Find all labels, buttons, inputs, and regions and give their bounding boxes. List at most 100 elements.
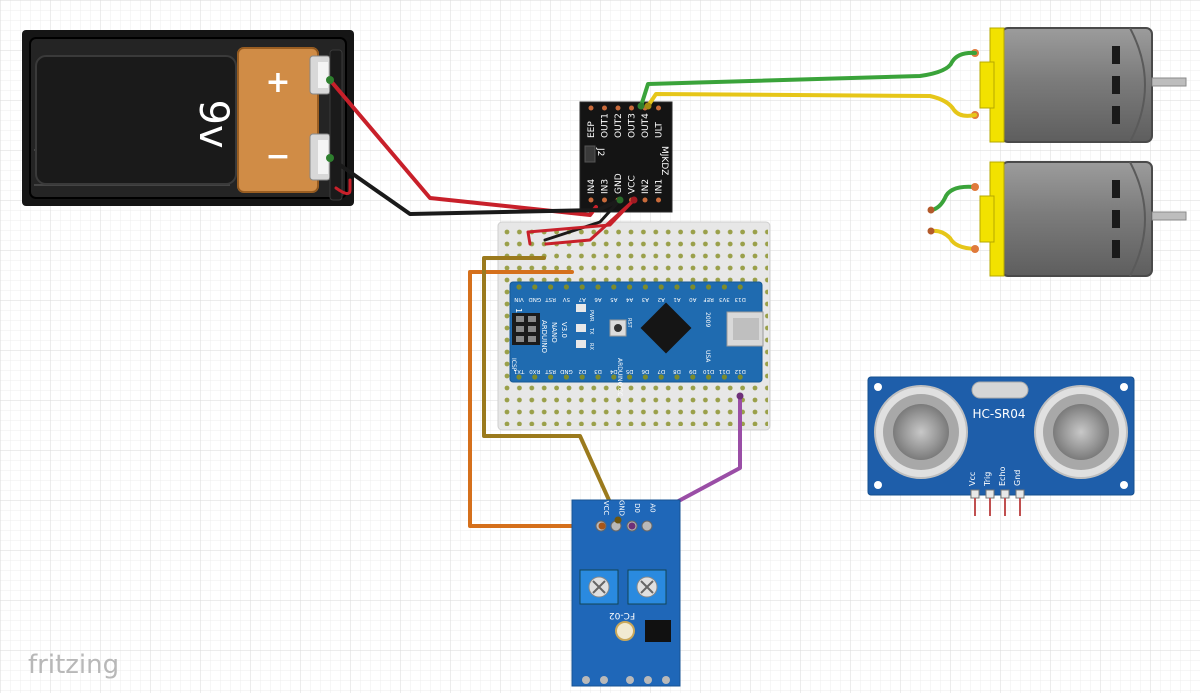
driver-pin-gnd: GND (614, 173, 624, 194)
driver-pin-hole[interactable] (656, 197, 661, 203)
sensor-model-label: FC-02 (609, 610, 635, 620)
driver-pin-hole[interactable] (588, 197, 594, 203)
arduino-pin-d9: D9 (688, 368, 696, 374)
arduino-pin-a3: A3 (641, 296, 649, 302)
driver-jumper-label: J2 (595, 147, 605, 156)
arduino-pin-hole[interactable] (516, 284, 522, 290)
arduino-pin-hole[interactable] (642, 284, 649, 290)
sonar-pin-pad (985, 489, 995, 499)
wire-sensor-vcc-orange (468, 270, 604, 528)
arduino-pin-hole[interactable] (674, 284, 680, 290)
sonar-pin-echo: Echo (998, 466, 1007, 486)
driver-pin-out1: OUT1 (601, 113, 611, 138)
battery-minus-label: − (265, 139, 290, 174)
arduino-pwr-label: PWR (588, 310, 594, 322)
arduino-pin-hole[interactable] (516, 374, 522, 380)
arduino-pin-hole[interactable] (721, 284, 728, 290)
driver-pin-out4: OUT4 (641, 113, 651, 138)
driver-pin-hole[interactable] (642, 197, 648, 203)
arduino-pin-hole[interactable] (706, 374, 712, 380)
arduino-pin-hole[interactable] (532, 374, 538, 380)
arduino-pin-a0: A0 (689, 296, 697, 302)
arduino-pin-a7: A7 (578, 296, 586, 302)
arduino-pin-d13: D13 (734, 296, 746, 302)
driver-pin-ult: ULT (655, 122, 665, 138)
sonar-pin-pad (1015, 489, 1025, 499)
driver-pin-eep: EEP (587, 121, 597, 138)
sonar-pin-vcc: Vcc (968, 472, 977, 486)
arduino-pin-hole[interactable] (658, 284, 664, 290)
arduino-pin-hole[interactable] (563, 284, 570, 290)
driver-pin-hole[interactable] (656, 105, 661, 111)
arduino-pin-hole[interactable] (642, 374, 649, 380)
arduino-pin-d2: D2 (578, 368, 586, 374)
driver-pin-hole[interactable] (615, 105, 621, 111)
arduino-pin-hole[interactable] (737, 374, 743, 380)
arduino-pin-hole[interactable] (579, 284, 585, 290)
arduino-pin-tx1: TX1 (514, 368, 526, 374)
arduino-pin-hole[interactable] (706, 284, 712, 290)
arduino-pin-d5: D5 (625, 368, 633, 374)
arduino-pin-d11: D11 (719, 368, 730, 374)
arduino-pin-5v: 5V (563, 296, 570, 302)
wire-sensor-gnd-olive (482, 256, 620, 522)
arduino-pin-d7: D7 (657, 368, 665, 374)
arduino-pin-hole[interactable] (595, 284, 601, 290)
wire-driver-gnd (543, 198, 622, 242)
arduino-rx-label: RX (588, 343, 594, 350)
arduino-pin-hole[interactable] (737, 284, 743, 290)
sonar-pin-trig: Trig (983, 472, 992, 487)
arduino-country-label: USA (704, 350, 711, 363)
sonar-pin-pad (1000, 489, 1010, 499)
dc-motor-1[interactable] (971, 27, 1187, 143)
wires (328, 50, 977, 528)
arduino-pin-hole[interactable] (595, 374, 601, 380)
wire-battery-negative (328, 156, 622, 216)
arduino-pin-hole[interactable] (690, 374, 696, 380)
arduino-pin-d6: D6 (641, 368, 649, 374)
arduino-pin-d3: D3 (594, 368, 602, 374)
arduino-rst-label: RST (626, 318, 632, 329)
arduino-pin-d12: D12 (735, 368, 746, 374)
arduino-pin-hole[interactable] (548, 374, 554, 380)
arduino-pin-hole[interactable] (674, 374, 680, 380)
driver-pin-in2: IN2 (641, 179, 651, 194)
arduino-pin-hole[interactable] (611, 284, 617, 290)
arduino-pin-hole[interactable] (563, 374, 570, 380)
driver-pin-hole[interactable] (602, 105, 607, 111)
arduino-pin-hole[interactable] (548, 284, 554, 290)
sensor-pin-a0: A0 (649, 503, 657, 512)
driver-model-label: MJKDZ (659, 146, 669, 175)
arduino-pin-hole[interactable] (579, 374, 585, 380)
arduino-pin-hole[interactable] (690, 284, 696, 290)
arduino-pin-rx0: RX0 (529, 368, 541, 374)
wire-driver-vcc-2 (544, 198, 636, 246)
dc-motor-2[interactable] (927, 161, 1187, 277)
arduino-pin-a1: A1 (673, 296, 680, 302)
wire-battery-positive-tail (334, 178, 352, 195)
battery-9v[interactable]: 9v + − (22, 30, 354, 206)
driver-pin-dots (326, 76, 652, 204)
arduino-version-label: V3.0 (560, 322, 568, 338)
arduino-tx-label: TX (588, 327, 594, 335)
arduino-pin-hole[interactable] (627, 284, 633, 290)
arduino-pin-rst: RST (545, 368, 556, 374)
arduino-pin-vin: VIN (514, 296, 524, 302)
arduino-pin-ref: REF (703, 296, 713, 302)
driver-pin-hole[interactable] (602, 197, 607, 203)
arduino-pin-hole[interactable] (721, 374, 728, 380)
driver-pin-in3: IN3 (601, 179, 611, 194)
arduino-pin-hole[interactable] (658, 374, 664, 380)
arduino-pin-hole[interactable] (532, 284, 538, 290)
driver-pin-hole[interactable] (629, 105, 634, 111)
driver-pin-hole[interactable] (588, 105, 594, 111)
arduino-site-label: ARDUINO.CC (616, 358, 623, 396)
arduino-pin-hole[interactable] (611, 374, 617, 380)
arduino-pin-d10: D10 (702, 368, 714, 374)
arduino-pin-hole[interactable] (627, 374, 633, 380)
